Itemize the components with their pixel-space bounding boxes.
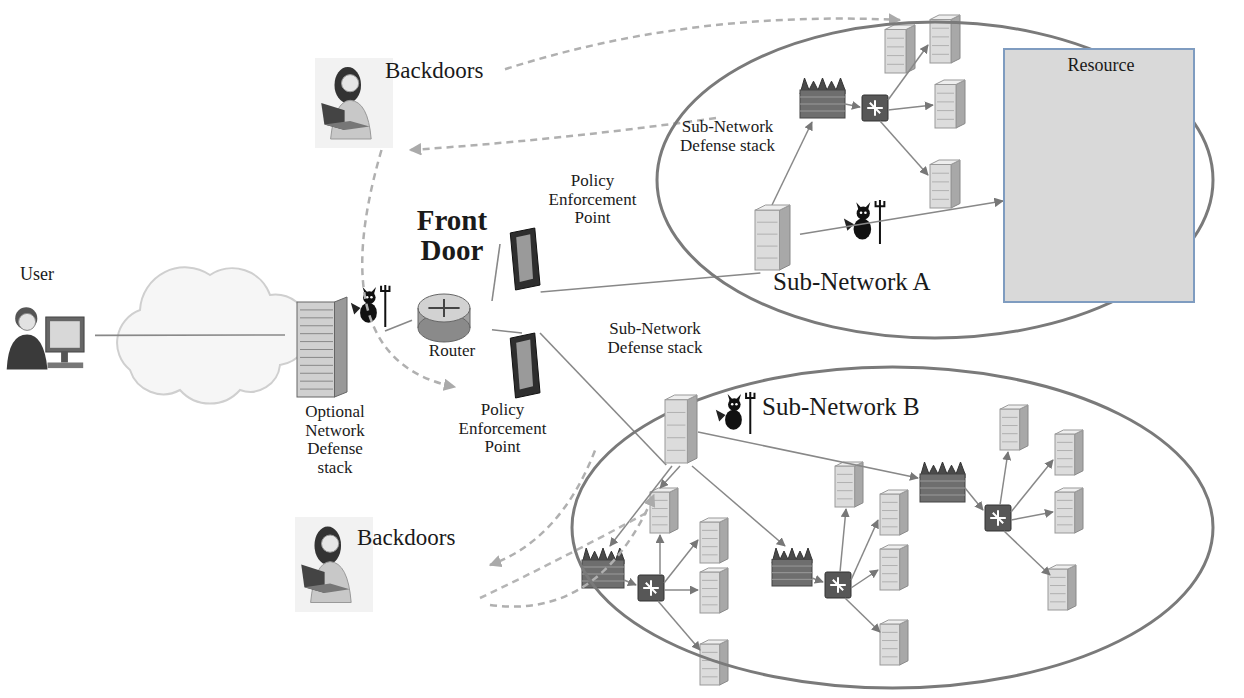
server-icon [665,395,697,463]
switch-icon [985,505,1011,531]
link-arrow [1004,531,1050,575]
node-label: Sub-Network Defense stack [680,118,775,155]
link-arrow [840,509,846,572]
rack-icon [297,297,347,397]
node-label: Backdoors [385,58,505,83]
node-icon [665,395,697,463]
link-arrow [1000,452,1008,505]
server-icon [700,568,728,613]
link-arrow [698,432,918,478]
defense-stack-node: Sub-Network Defense stack [680,118,800,273]
backdoor-connector [505,19,900,70]
backdoor-trace [480,512,648,598]
node-label: Sub-Network Defense stack [595,320,715,357]
enforcement-point-icon [510,228,540,290]
server-icon [1048,565,1076,610]
server-icon [880,490,908,535]
network-link [492,244,500,301]
switch-icon [638,575,664,601]
server-icon [1055,488,1083,533]
node-label: Sub-Network A [773,268,973,296]
node-label: Sub-Network B [762,393,962,421]
link-arrow [845,598,880,632]
enforcement-point-node: Policy Enforcement Point [500,172,645,292]
link-arrow [851,520,878,580]
node-icon [315,58,393,148]
node-label: Policy Enforcement Point [545,172,640,228]
user-icon [7,307,84,369]
server-icon [700,518,728,563]
server-icon [935,80,965,128]
link-arrow [888,105,933,110]
link-arrow [880,121,928,175]
link-arrow [812,578,823,582]
link-arrow [658,601,700,650]
node-icon [755,205,790,270]
defense-stack-node: Sub-Network Defense stack [595,320,720,465]
node-label: Front Door [412,205,492,266]
link-arrow [660,466,680,488]
network-link [541,273,761,292]
attacker-icon [716,392,755,434]
link-arrow [664,540,698,583]
firewall-icon [772,548,812,586]
server-icon [880,620,908,665]
enforcement-point-icon [510,333,540,398]
link-arrow [851,570,878,588]
actor-node: Backdoors [315,55,505,150]
backdoor-connector [490,451,595,566]
node-label: Policy Enforcement Point [455,401,550,457]
link-arrow [965,488,983,510]
network-link [492,330,522,333]
server-icon [650,488,678,533]
switch-icon [862,95,888,121]
actor-node: Backdoors [295,515,490,615]
node-icon [297,297,347,397]
node-label: Optional Network Defense stack [290,403,380,478]
router-node: Front DoorRouter [412,205,492,365]
subnetwork-ellipse: Sub-Network A Sub-Network Defense stack Re… [655,20,1215,340]
link-arrow [610,466,672,546]
link-arrow [659,535,661,575]
server-icon [1055,430,1083,475]
link-arrow [664,589,698,591]
enforcement-point-node: Policy Enforcement Point [455,333,555,468]
router-icon [418,294,470,342]
firewall-icon [920,462,965,502]
link-arrow [624,580,636,585]
server-icon [930,160,960,208]
server-icon [835,462,863,507]
link-arrow [692,466,785,546]
network-link [385,320,412,331]
link-arrow [1011,512,1053,520]
network-link [800,201,1003,234]
node-label: Router [412,342,492,361]
subnetwork-ellipse: Sub-Network BSub-Network Defense stack [570,365,1215,690]
link-arrow [845,104,860,107]
resource-box: Resource [1003,48,1195,303]
server-icon [1000,405,1028,450]
link-arrow [772,122,812,205]
switch-icon [825,572,851,598]
server-icon [880,545,908,590]
node-icon [505,333,540,398]
network-link [95,334,285,336]
link-arrow [1011,460,1053,512]
backdoor-connector [490,495,654,607]
person-icon [315,58,393,148]
node-icon [505,228,540,290]
link-arrow [888,45,928,100]
server-icon [755,205,790,270]
node-label: Backdoors [357,525,487,550]
firewall-icon [800,78,845,118]
server-icon [885,25,915,73]
user-node: User [5,265,95,375]
defense-stack-node: Optional Network Defense stack [285,295,385,495]
node-label: User [20,265,80,285]
node-icon [5,303,90,373]
node-label: Resource [1005,56,1197,76]
node-icon [418,293,470,343]
